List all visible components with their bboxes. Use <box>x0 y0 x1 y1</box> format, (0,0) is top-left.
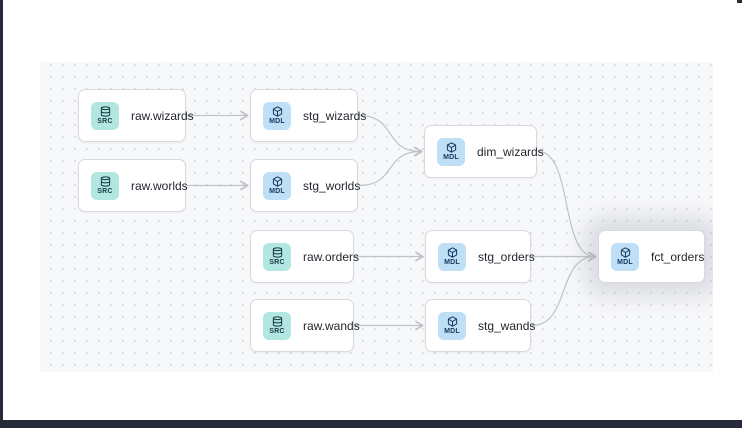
edge-dim_wizards-fct_orders <box>537 150 597 262</box>
node-label: raw.worlds <box>131 178 188 193</box>
database-icon <box>100 106 111 117</box>
src-badge: SRC <box>91 171 119 200</box>
src-badge: SRC <box>263 311 291 340</box>
badge-label: MDL <box>617 259 633 266</box>
node-label: fct_orders <box>651 249 705 264</box>
node-stg_wizards[interactable]: MDL stg_wizards <box>250 89 366 142</box>
edge-stg_wizards-dim_wizards <box>358 114 423 157</box>
badge-label: SRC <box>269 328 285 335</box>
node-raw_wizards[interactable]: SRC raw.wizards <box>78 89 194 142</box>
mdl-badge: MDL <box>263 171 291 200</box>
database-icon <box>100 176 111 187</box>
database-icon <box>272 316 283 327</box>
badge-label: SRC <box>97 188 113 195</box>
badge-label: MDL <box>443 154 459 161</box>
node-raw_worlds[interactable]: SRC raw.worlds <box>78 159 188 212</box>
badge-label: MDL <box>269 118 285 125</box>
cube-icon <box>447 316 458 327</box>
node-raw_wands[interactable]: SRC raw.wands <box>250 299 360 352</box>
cube-icon <box>446 142 457 153</box>
badge-label: SRC <box>97 118 113 125</box>
node-label: dim_wizards <box>477 144 544 159</box>
mdl-badge: MDL <box>263 101 291 130</box>
src-badge: SRC <box>91 101 119 130</box>
node-label: stg_worlds <box>303 178 361 193</box>
node-label: raw.orders <box>303 249 360 264</box>
edge-stg_worlds-dim_wizards <box>358 146 423 187</box>
badge-label: MDL <box>444 328 460 335</box>
src-badge: SRC <box>263 242 291 271</box>
badge-label: MDL <box>269 188 285 195</box>
badge-label: SRC <box>269 259 285 266</box>
mdl-badge: MDL <box>438 242 466 271</box>
node-label: raw.wands <box>303 318 360 333</box>
node-raw_orders[interactable]: SRC raw.orders <box>250 230 359 283</box>
node-label: stg_orders <box>478 249 535 264</box>
node-fct_orders[interactable]: MDL fct_orders <box>598 230 705 283</box>
node-dim_wizards[interactable]: MDL dim_wizards <box>424 125 544 178</box>
mdl-badge: MDL <box>611 242 639 271</box>
window-frame-corner <box>737 0 742 3</box>
window-frame-left <box>0 0 3 428</box>
database-icon <box>272 247 283 258</box>
node-stg_worlds[interactable]: MDL stg_worlds <box>250 159 361 212</box>
node-stg_orders[interactable]: MDL stg_orders <box>425 230 535 283</box>
cube-icon <box>272 176 283 187</box>
node-stg_wands[interactable]: MDL stg_wands <box>425 299 535 352</box>
mdl-badge: MDL <box>438 311 466 340</box>
cube-icon <box>272 106 283 117</box>
edge-stg_wands-fct_orders <box>531 251 597 327</box>
cube-icon <box>447 247 458 258</box>
node-label: stg_wizards <box>303 108 367 123</box>
node-label: raw.wizards <box>131 108 194 123</box>
badge-label: MDL <box>444 259 460 266</box>
window-frame-bottom <box>0 420 742 428</box>
cube-icon <box>620 247 631 258</box>
mdl-badge: MDL <box>437 137 465 166</box>
node-label: stg_wands <box>478 318 536 333</box>
